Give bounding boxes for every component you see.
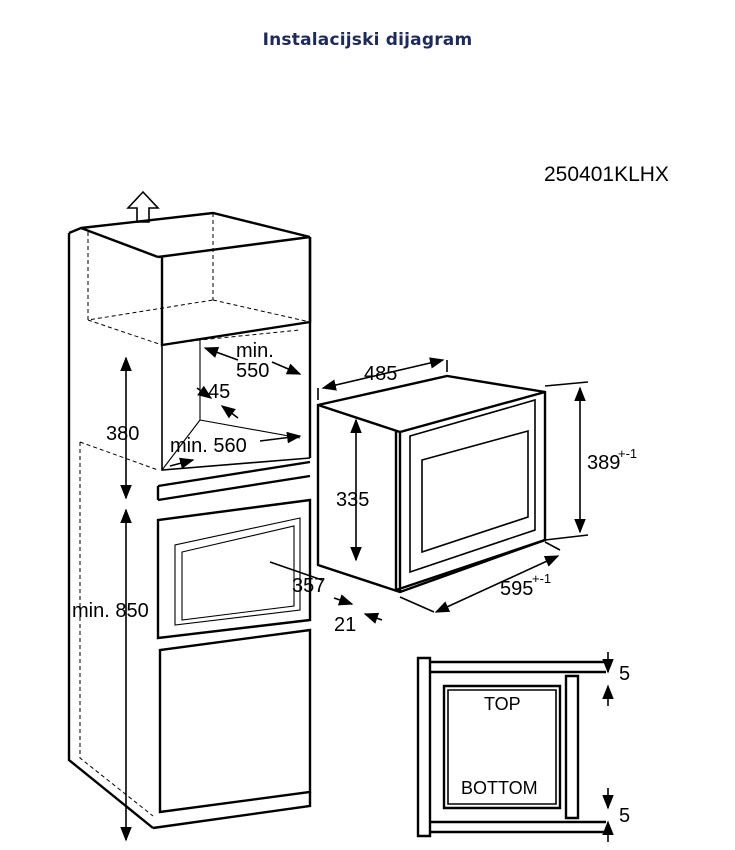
label-top: TOP bbox=[484, 694, 521, 714]
appliance-drawing bbox=[316, 374, 547, 594]
dim-335: 335 bbox=[336, 489, 369, 511]
dim-357: 357 bbox=[292, 575, 325, 597]
model-code: 250401KLHX bbox=[544, 163, 669, 186]
dim-min-850: min. 850 bbox=[72, 600, 149, 622]
page-title: Instalacijski dijagram bbox=[262, 30, 473, 50]
dim-595: 595 bbox=[500, 578, 533, 600]
gap-top-value: 5 bbox=[619, 663, 630, 685]
dim-595-tolerance: +-1 bbox=[532, 571, 551, 586]
dim-21: 21 bbox=[334, 614, 356, 636]
dim-389-tolerance: +-1 bbox=[618, 446, 637, 461]
tall-cabinet bbox=[67, 211, 312, 830]
label-bottom: BOTTOM bbox=[461, 778, 538, 798]
dim-min-label: min. bbox=[236, 340, 274, 362]
dim-485: 485 bbox=[364, 363, 397, 385]
dim-min-560: min. 560 bbox=[170, 435, 247, 457]
ventilation-arrow-icon bbox=[126, 190, 160, 223]
mounting-side-view bbox=[416, 656, 606, 838]
dim-550: 550 bbox=[236, 360, 269, 382]
dim-45: 45 bbox=[208, 381, 230, 403]
dim-389: 389 bbox=[587, 452, 620, 474]
gap-bottom-value: 5 bbox=[619, 805, 630, 827]
dim-380: 380 bbox=[106, 423, 139, 445]
